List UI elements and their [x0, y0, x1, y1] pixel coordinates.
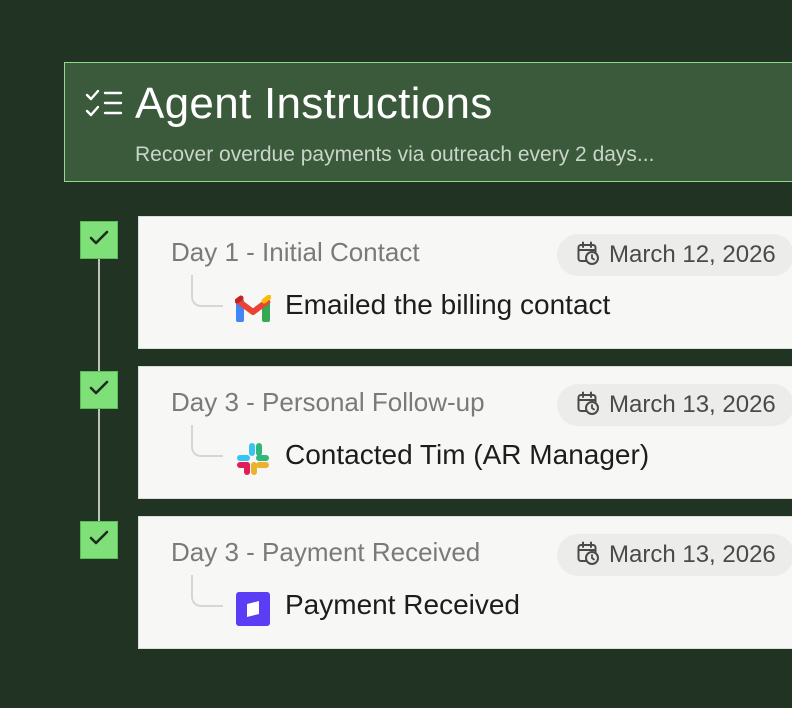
tree-connector	[191, 575, 223, 607]
instructions-header[interactable]: Agent Instructions Recover overdue payme…	[64, 62, 792, 182]
calendar-clock-icon	[577, 241, 599, 270]
checkmark-icon	[89, 380, 109, 401]
step-card[interactable]: Day 1 - Initial Contact March 12, 2026	[138, 216, 792, 349]
tree-connector	[191, 275, 223, 307]
step-2-checkbox[interactable]	[80, 371, 118, 409]
step-title: Day 3 - Personal Follow-up	[171, 387, 485, 417]
step-date: March 13, 2026	[609, 541, 776, 568]
gmail-icon	[235, 291, 271, 327]
tree-connector	[191, 425, 223, 457]
calendar-clock-icon	[577, 541, 599, 570]
slack-icon	[235, 441, 271, 477]
checklist-icon	[85, 87, 125, 121]
step-card[interactable]: Day 3 - Payment Received March 13, 2026	[138, 516, 792, 649]
step-3-checkbox[interactable]	[80, 521, 118, 559]
step-date: March 12, 2026	[609, 241, 776, 268]
instructions-summary: Recover overdue payments via outreach ev…	[135, 143, 655, 166]
calendar-clock-icon	[577, 391, 599, 420]
stripe-icon	[235, 591, 271, 627]
checkmark-icon	[89, 230, 109, 251]
page-title: Agent Instructions	[135, 79, 493, 128]
step-title: Day 3 - Payment Received	[171, 537, 481, 567]
date-badge: March 13, 2026	[557, 384, 792, 426]
step-card[interactable]: Day 3 - Personal Follow-up March 13, 202…	[138, 366, 792, 499]
step-title: Day 1 - Initial Contact	[171, 237, 420, 267]
step-action: Contacted Tim (AR Manager)	[285, 439, 650, 470]
date-badge: March 12, 2026	[557, 234, 792, 276]
date-badge: March 13, 2026	[557, 534, 792, 576]
step-action: Payment Received	[285, 589, 521, 620]
checkmark-icon	[89, 530, 109, 551]
step-action: Emailed the billing contact	[285, 289, 611, 320]
step-date: March 13, 2026	[609, 391, 776, 418]
step-1-checkbox[interactable]	[80, 221, 118, 259]
